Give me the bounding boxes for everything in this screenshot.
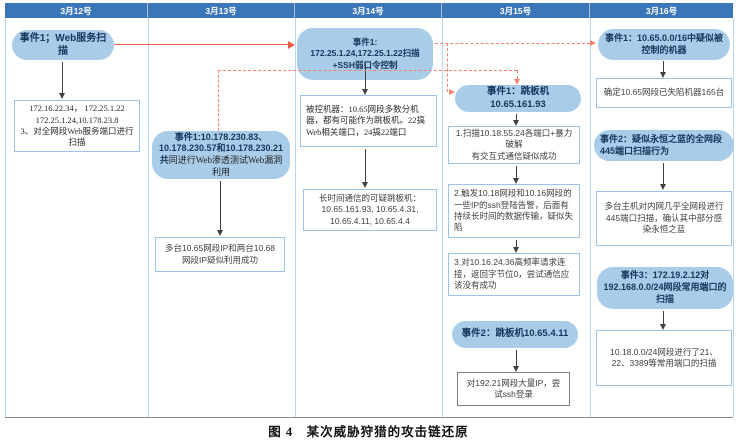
arrow-down-icon bbox=[58, 62, 65, 99]
arrow-down-icon bbox=[512, 114, 519, 126]
event-label: 事件1：10.65.0.0/16中疑似被控制的机器 bbox=[604, 32, 724, 55]
column-separator bbox=[733, 18, 734, 417]
dashed-connector-day14-day15 bbox=[447, 43, 448, 92]
column-separator bbox=[5, 18, 6, 417]
arrow-right-icon bbox=[590, 40, 596, 46]
event-label: 事件3：172.19.2.12对192.168.0.0/24网段常用端口的扫描 bbox=[603, 270, 727, 304]
event-label: 事件1：跳板机10.65.161.93 bbox=[486, 86, 550, 110]
event-label-bold: 事件1:10.178.230.83、10.178.230.57和10.178.2… bbox=[158, 131, 284, 165]
arrow-down-icon bbox=[216, 181, 223, 236]
arrow-down-icon bbox=[659, 61, 666, 78]
column-separator bbox=[148, 18, 149, 417]
event-pill-day16-3: 事件3：172.19.2.12对192.168.0.0/24网段常用端口的扫描 bbox=[597, 267, 733, 309]
event-pill-day16-2: 事件2：疑似永恒之蓝的全网段445端口扫描行为 bbox=[594, 130, 734, 161]
detail-box-day16-1: 确定10.65网段已失陷机器165台 bbox=[596, 78, 732, 108]
detail-text: 2.触发10.18网段和10.16网段的一些IP的ssh登陆告警，后面有持续长时… bbox=[454, 188, 574, 233]
date-header-mar15: 3月15号 bbox=[442, 3, 590, 18]
event-label: 事件2：疑似永恒之蓝的全网段445端口扫描行为 bbox=[600, 133, 723, 156]
detail-text: 被控机器：10.65网段多数分机器，都有可能作为跳板机。22搞Web相关端口，2… bbox=[306, 103, 426, 137]
red-connector-day12-day14 bbox=[114, 44, 289, 45]
detail-box-day16-2: 多台主机对内网几乎全网段进行445端口扫描，确认其中部分感染永恒之蓝 bbox=[596, 191, 732, 246]
detail-text: 1.扫描10.18.55.24各端口+暴力破解 有交互式通信疑似成功 bbox=[455, 127, 573, 161]
detail-box-day15-step1: 1.扫描10.18.55.24各端口+暴力破解 有交互式通信疑似成功 bbox=[448, 126, 580, 164]
arrow-right-icon bbox=[288, 41, 295, 49]
timeline-header: 3月12号 3月13号 3月14号 3月15号 3月16号 bbox=[5, 3, 733, 18]
date-header-mar13: 3月13号 bbox=[148, 3, 295, 18]
figure-caption: 图 4 某次威胁狩猎的攻击链还原 bbox=[268, 425, 469, 439]
detail-box-day14-2: 长时间通信的可疑跳板机：10.65.161.93, 10.65.4.31, 10… bbox=[303, 189, 437, 231]
event-label-rest: 同进行Web渗透测试Web漏洞利用 bbox=[168, 155, 283, 177]
dashed-connector-day13-up bbox=[218, 70, 219, 131]
column-separator bbox=[442, 18, 443, 417]
detail-text: 多台10.65网段IP和两台10.68网段IP疑似利用成功 bbox=[164, 243, 276, 265]
detail-text: 对192.21网段大量IP，尝试ssh登录 bbox=[466, 377, 561, 399]
event-label: 事件1: 172.25.1.24,172.25.1.22扫描 +SSH弱口令控制 bbox=[310, 37, 420, 70]
detail-box-day14-1: 被控机器：10.65网段多数分机器，都有可能作为跳板机。22搞Web相关端口，2… bbox=[300, 95, 437, 147]
detail-box-day16-3: 10.18.0.0/24网段进行了21、22、3389等常用端口的扫描 bbox=[596, 330, 732, 386]
detail-text: 多台主机对内网几乎全网段进行445端口扫描，确认其中部分感染永恒之蓝 bbox=[604, 201, 724, 235]
arrow-down-icon bbox=[512, 166, 519, 184]
date-header-mar12: 3月12号 bbox=[5, 3, 148, 18]
detail-box-day13-1: 多台10.65网段IP和两台10.68网段IP疑似利用成功 bbox=[155, 237, 285, 272]
event-label: 事件2：跳板机10.65.4.11 bbox=[461, 328, 569, 340]
detail-box-day12-1: 172.16.22.34， 172.25.1.22 172.25.1.24,10… bbox=[14, 100, 140, 152]
arrow-down-icon bbox=[512, 350, 519, 372]
arrow-right-icon bbox=[449, 89, 455, 95]
event-label: 事件1；Web服务扫描 bbox=[19, 33, 107, 57]
detail-text: 10.18.0.0/24网段进行了21、22、3389等常用端口的扫描 bbox=[610, 346, 718, 368]
event-pill-day16-1: 事件1：10.65.0.0/16中疑似被控制的机器 bbox=[598, 29, 730, 60]
event-pill-day14-1: 事件1: 172.25.1.24,172.25.1.22扫描 +SSH弱口令控制 bbox=[297, 28, 433, 80]
event-pill-day15-2: 事件2：跳板机10.65.4.11 bbox=[452, 321, 578, 348]
column-separator bbox=[590, 18, 591, 417]
detail-box-day15-result: 对192.21网段大量IP，尝试ssh登录 bbox=[457, 372, 570, 406]
arrow-down-icon bbox=[514, 79, 520, 85]
detail-text: 长时间通信的可疑跳板机：10.65.161.93, 10.65.4.31, 10… bbox=[318, 192, 421, 226]
arrow-down-icon bbox=[361, 63, 368, 95]
detail-text: 172.16.22.34， 172.25.1.22 172.25.1.24,10… bbox=[20, 103, 134, 148]
arrow-down-icon bbox=[659, 311, 666, 330]
date-header-mar16: 3月16号 bbox=[645, 5, 678, 16]
figure-bottom-border bbox=[5, 417, 733, 418]
column-separator bbox=[295, 18, 296, 417]
event-pill-day13-1: 事件1:10.178.230.83、10.178.230.57和10.178.2… bbox=[152, 131, 290, 179]
dashed-connector-day13-day15 bbox=[218, 70, 517, 71]
event-pill-day12-1: 事件1；Web服务扫描 bbox=[12, 30, 114, 60]
detail-text: 3.对10.16.24.36高频率请求连接，返回字节位0，尝试通信应该没有成功 bbox=[454, 257, 570, 291]
date-header-mar14: 3月14号 bbox=[295, 3, 442, 18]
detail-text: 确定10.65网段已失陷机器165台 bbox=[603, 87, 725, 98]
event-label: 事件1:10.178.230.83、10.178.230.57和10.178.2… bbox=[158, 132, 284, 179]
event-pill-day15-1: 事件1：跳板机10.65.161.93 bbox=[455, 85, 581, 112]
detail-box-day15-step3: 3.对10.16.24.36高频率请求连接，返回字节位0，尝试通信应该没有成功 bbox=[448, 253, 580, 296]
arrow-down-icon bbox=[512, 240, 519, 253]
arrow-down-icon bbox=[361, 149, 368, 188]
dashed-connector-day13-down bbox=[517, 70, 518, 79]
arrow-down-icon bbox=[659, 163, 666, 190]
dashed-connector-day14-day16 bbox=[435, 43, 590, 44]
detail-box-day15-step2: 2.触发10.18网段和10.16网段的一些IP的ssh登陆告警，后面有持续长时… bbox=[448, 184, 580, 238]
